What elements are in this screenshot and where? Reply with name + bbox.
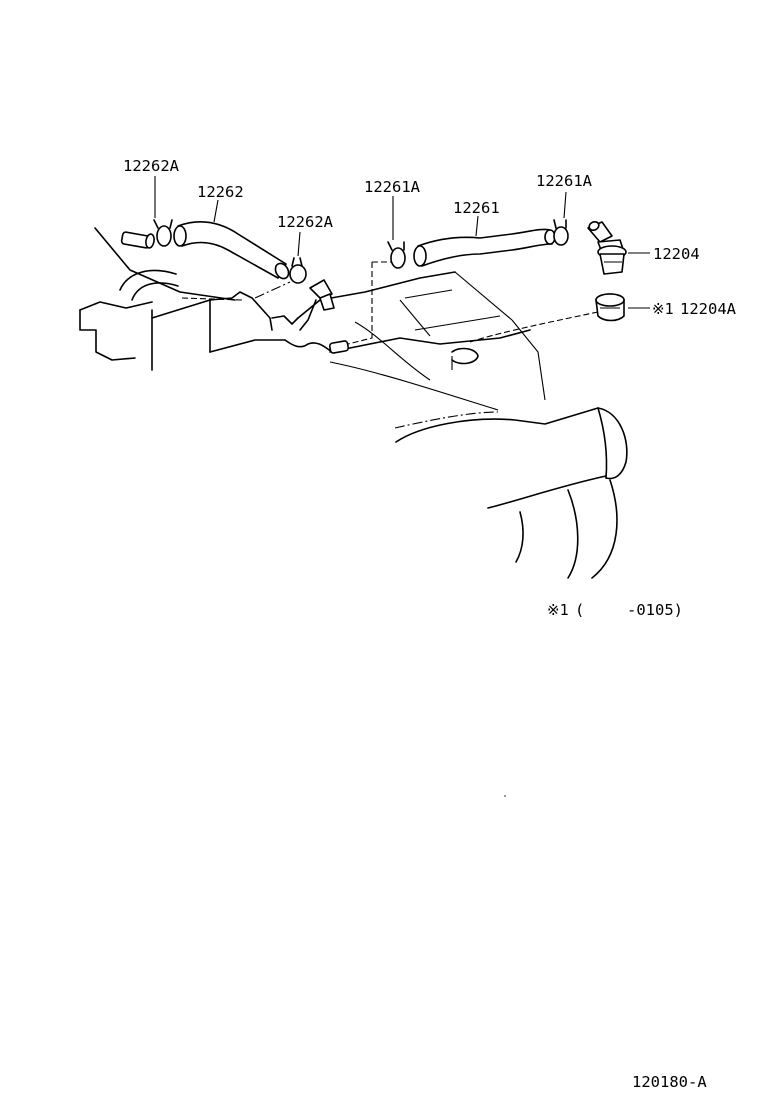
label-12262: 12262 — [197, 183, 244, 201]
footnote-mark: ※1 — [547, 601, 569, 619]
label-12261a-right: 12261A — [536, 172, 593, 190]
footnote-paren-open: ( — [575, 601, 584, 619]
elbow-fitting — [299, 279, 335, 331]
clamp-12261a-right — [553, 191, 569, 246]
guide-lines — [181, 261, 599, 429]
clamp-12262a-right — [289, 231, 307, 284]
label-12262a-left: 12262A — [123, 157, 180, 175]
left-fitting — [120, 231, 155, 249]
pcv-valve-12204 — [587, 221, 650, 275]
footnote-range: -0105) — [627, 601, 683, 619]
hose-12262 — [173, 199, 290, 280]
stray-dot — [504, 795, 506, 797]
label-12262a-right: 12262A — [277, 213, 334, 231]
hose-12261 — [413, 215, 556, 267]
clamp-12261a-left — [387, 196, 406, 269]
label-12204a: 12204A — [680, 300, 737, 318]
label-grommet-mark: ※1 — [652, 300, 674, 318]
diagram-id: 120180-A — [632, 1073, 707, 1091]
label-12261a-left: 12261A — [364, 178, 421, 196]
block-pipe — [328, 340, 350, 354]
engine-block — [79, 227, 628, 579]
label-12261: 12261 — [453, 199, 500, 217]
clamp-12262a-left — [153, 176, 173, 247]
label-12204: 12204 — [653, 245, 700, 263]
grommet-12204a — [595, 293, 650, 322]
